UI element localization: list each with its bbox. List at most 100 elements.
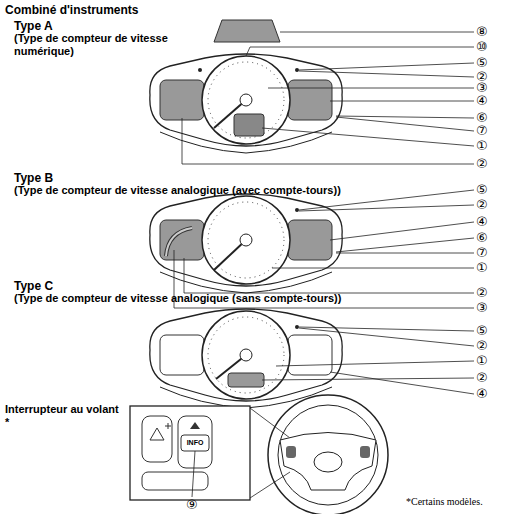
button-symbol xyxy=(150,428,164,440)
indicator-dot xyxy=(295,68,299,72)
callout-number: ① xyxy=(476,352,488,370)
type-heading: Type B xyxy=(14,171,53,185)
leader-line xyxy=(330,101,474,102)
button-symbol xyxy=(165,423,171,429)
callout-number: ④ xyxy=(476,385,488,403)
gauge-ticks xyxy=(208,62,284,138)
leader-lines xyxy=(174,190,474,308)
cluster-type-a xyxy=(150,20,474,164)
gauge-ring xyxy=(202,196,290,284)
leader-line xyxy=(336,253,474,254)
type-description: (Type de compteur de vitesse analogique … xyxy=(14,184,394,197)
leader-lines xyxy=(182,32,474,164)
leader-line xyxy=(299,63,474,70)
head-up-display xyxy=(214,20,280,42)
callout-number: ⑩ xyxy=(476,38,488,56)
type-description: (Type de compteur de vitesse analogique … xyxy=(14,292,394,305)
leader-line xyxy=(262,378,474,380)
steering-wheel-emblem xyxy=(314,452,342,472)
type-heading: Type A xyxy=(14,19,53,33)
tachometer-arc xyxy=(166,228,192,256)
leader-line xyxy=(336,238,474,252)
switch-button xyxy=(142,472,208,490)
leader-line xyxy=(272,268,474,269)
steering-wheel-hub xyxy=(280,433,376,491)
leader-line xyxy=(280,32,474,33)
wheel-switch xyxy=(286,446,296,458)
cluster-type-c xyxy=(150,309,474,408)
needle-hub xyxy=(240,349,252,361)
callout-number: ② xyxy=(476,284,488,302)
inset-line xyxy=(250,408,290,438)
info-button xyxy=(181,435,209,451)
callout-number: ⑦ xyxy=(476,122,488,140)
callout-number: ⑤ xyxy=(476,181,488,199)
right-display xyxy=(288,220,332,260)
gauge-ring xyxy=(202,56,290,144)
needle-hub xyxy=(240,94,252,106)
leader-line xyxy=(299,328,474,346)
gauge-ticks xyxy=(208,202,284,278)
leader-line xyxy=(268,88,474,89)
leader-line xyxy=(330,372,474,394)
leader-line xyxy=(184,258,474,293)
cluster-housing xyxy=(150,309,342,401)
bottom-display xyxy=(234,114,264,136)
leader-line xyxy=(330,222,474,240)
inset-line xyxy=(250,472,290,498)
cluster-housing xyxy=(150,194,342,286)
type-heading: Type C xyxy=(14,279,53,293)
callout-number: ② xyxy=(476,155,488,173)
cluster-body xyxy=(150,194,342,293)
left-display xyxy=(160,80,204,120)
switch-button xyxy=(178,416,212,468)
leader-line xyxy=(182,118,474,164)
inset-frame xyxy=(130,406,250,500)
callout-number: ⑧ xyxy=(476,23,488,41)
wheel-switch xyxy=(360,446,370,458)
gauge-ticks xyxy=(208,317,284,393)
callout-number: ④ xyxy=(476,92,488,110)
button-label: INFO xyxy=(183,438,207,448)
left-display xyxy=(160,220,204,260)
footnote: *Certains modèles. xyxy=(406,496,483,507)
callout-number: ⑦ xyxy=(476,244,488,262)
steering-wheel-rim xyxy=(278,405,378,505)
callout-number: ① xyxy=(476,137,488,155)
callout-number: ③ xyxy=(476,299,488,317)
cluster-type-b xyxy=(150,190,474,308)
button-symbol xyxy=(190,422,200,429)
callout-number: ⑨ xyxy=(186,496,198,514)
leader-line xyxy=(192,451,195,497)
tachometer-arc-inner xyxy=(166,228,192,256)
left-panel xyxy=(160,335,204,375)
needle xyxy=(214,240,246,270)
leader-line xyxy=(276,361,474,366)
leader-line xyxy=(262,128,474,146)
bottom-display xyxy=(228,373,264,387)
leader-lines xyxy=(262,327,474,394)
gauge-ring xyxy=(202,311,290,399)
callout-number: ⑥ xyxy=(476,229,488,247)
switch-button xyxy=(142,416,172,462)
needle-hub xyxy=(240,234,252,246)
cluster-body xyxy=(150,309,342,408)
type-description: (Type de compteur de vitesse numérique) xyxy=(14,32,179,58)
leader-line xyxy=(336,116,474,118)
indicator-dot xyxy=(295,325,299,329)
callout-number: ⑤ xyxy=(476,322,488,340)
leader-line xyxy=(299,205,474,211)
right-panel xyxy=(288,335,332,375)
type-description: Interrupteur au volant * xyxy=(5,403,120,429)
indicator-dot xyxy=(295,208,299,212)
leader-line xyxy=(246,47,474,56)
leader-line xyxy=(336,117,474,131)
figure-title: Combiné d'instruments xyxy=(5,3,139,17)
steering-switch xyxy=(130,395,388,514)
leader-line xyxy=(299,71,474,77)
steering-wheel-rim xyxy=(268,395,388,514)
indicator-dot xyxy=(198,68,202,72)
callout-number: ② xyxy=(476,369,488,387)
